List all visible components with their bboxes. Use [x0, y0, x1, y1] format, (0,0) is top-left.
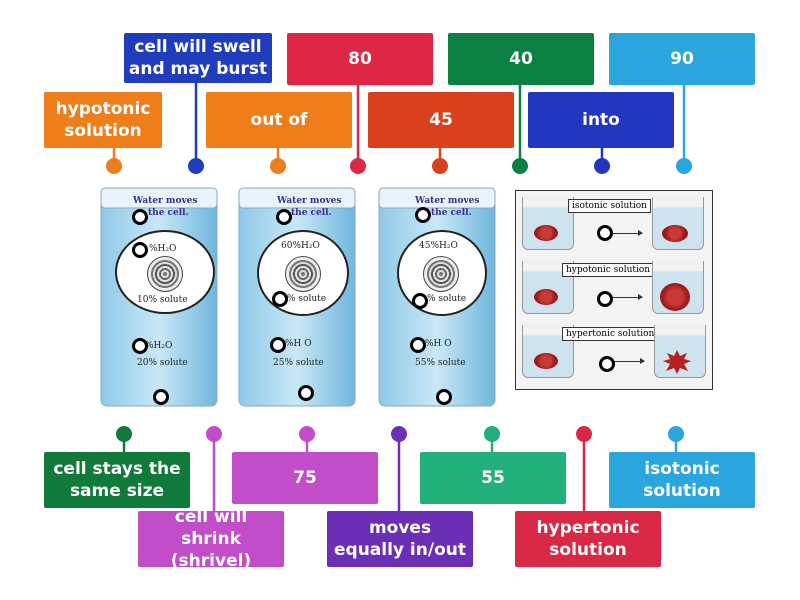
- tile-isotonic-solution[interactable]: isotonic solution: [609, 452, 755, 508]
- panel-row-isotonic: isotonic solution: [522, 195, 706, 251]
- hotspot-beaker-2-water-direction[interactable]: [276, 209, 292, 225]
- panel-row-hypotonic: hypotonic solution: [522, 259, 706, 315]
- panel-row-isotonic-right-cell: [662, 225, 688, 242]
- panel-row-hypertonic-right-beaker: [654, 325, 706, 378]
- tile-out-of[interactable]: out of: [206, 92, 352, 148]
- panel-row-hypertonic-left-beaker: [522, 325, 574, 378]
- beaker-1-outside-h2o: %H₂O: [145, 341, 173, 351]
- beaker-3-outside-h2o: %H O: [425, 339, 452, 349]
- hotspot-beaker-3-outside-h2o[interactable]: [410, 337, 426, 353]
- tile-hypotonic-solution[interactable]: hypotonic solution: [44, 92, 162, 148]
- hotspot-beaker-1-outside-h2o[interactable]: [132, 338, 148, 354]
- panel-row-hypotonic-right-cell: [660, 283, 690, 311]
- beaker-3-inside-solute: % solute: [427, 294, 467, 304]
- tile-90[interactable]: 90: [609, 33, 755, 85]
- hotspot-beaker-3-inside-solute[interactable]: [412, 293, 428, 309]
- beaker-2-water-moves: Water moves: [277, 196, 342, 206]
- tile-55[interactable]: 55: [420, 452, 566, 504]
- beaker-1-water-moves: Water moves: [133, 196, 198, 206]
- tile-80[interactable]: 80: [287, 33, 433, 85]
- panel-row-hypertonic: hypertonic solution: [522, 323, 706, 379]
- tile-moves-equally[interactable]: moves equally in/out: [327, 511, 473, 567]
- beaker-3-the-cell: the cell.: [431, 208, 472, 218]
- beaker-1-outside-solute: 20% solute: [137, 358, 188, 368]
- beaker-2-inside-solute: % solute: [287, 294, 327, 304]
- hotspot-beaker-1-inside-h2o[interactable]: [132, 242, 148, 258]
- hotspot-beaker-3-water-direction[interactable]: [415, 207, 431, 223]
- hotspot-panel-hypotonic[interactable]: [597, 291, 613, 307]
- hotspot-panel-hypertonic[interactable]: [599, 356, 615, 372]
- beaker-3-inside-h2o: 45%H₂O: [419, 241, 458, 251]
- hotspot-beaker-3-bottom[interactable]: [436, 389, 452, 405]
- beaker-2-outside-solute: 25% solute: [273, 358, 324, 368]
- beaker-1-nucleus: [147, 256, 183, 292]
- hotspot-beaker-1-bottom[interactable]: [153, 389, 169, 405]
- hotspot-beaker-2-inside-solute[interactable]: [272, 291, 288, 307]
- tile-hypertonic-solution[interactable]: hypertonic solution: [515, 511, 661, 567]
- panel-row-isotonic-arrow: [610, 230, 643, 236]
- tile-40[interactable]: 40: [448, 33, 594, 85]
- beaker-2-inside-h2o: 60%H₂O: [281, 241, 320, 251]
- panel-row-hypertonic-left-cell: [534, 353, 558, 369]
- panel-row-hypertonic-arrow: [612, 358, 645, 364]
- panel-row-isotonic-left-beaker: [522, 197, 574, 250]
- beaker-3-nucleus: [423, 256, 459, 292]
- panel-row-isotonic-left-cell: [534, 225, 558, 241]
- beaker-1-inside-h2o: %H₂O: [149, 244, 177, 254]
- beaker-1: Water moves the cell. %H₂O 10% solute %H…: [93, 186, 227, 416]
- hotspot-beaker-2-bottom[interactable]: [298, 385, 314, 401]
- panel-row-hypotonic-arrow: [610, 294, 643, 300]
- panel-row-hypertonic-shriveled-cell: [663, 350, 691, 374]
- tile-cell-will-swell[interactable]: cell will swell and may burst: [124, 33, 272, 83]
- hotspot-panel-isotonic[interactable]: [597, 225, 613, 241]
- beaker-3-outside-solute: 55% solute: [415, 358, 466, 368]
- tile-cell-stays-same-size[interactable]: cell stays the same size: [44, 452, 190, 508]
- beaker-2-the-cell: the cell.: [291, 208, 332, 218]
- beaker-1-the-cell: the cell.: [148, 208, 189, 218]
- beaker-3: Water moves the cell. 45%H₂O % solute %H…: [373, 186, 507, 416]
- beaker-2: Water moves the cell. 60%H₂O % solute %H…: [233, 186, 367, 416]
- tile-into[interactable]: into: [528, 92, 674, 148]
- beaker-1-inside-solute: 10% solute: [137, 295, 188, 305]
- beaker-2-nucleus: [285, 256, 321, 292]
- beaker-3-water-moves: Water moves: [415, 196, 480, 206]
- tile-45[interactable]: 45: [368, 92, 514, 148]
- panel-row-isotonic-label: isotonic solution: [568, 199, 651, 213]
- hotspot-beaker-1-water-direction[interactable]: [132, 209, 148, 225]
- tile-cell-will-shrink[interactable]: cell will shrink (shrivel): [138, 507, 284, 571]
- tile-75[interactable]: 75: [232, 452, 378, 504]
- panel-row-hypotonic-left-cell: [534, 289, 558, 305]
- hotspot-beaker-2-outside-h2o[interactable]: [270, 337, 286, 353]
- solution-diagram-panel: isotonic solution hypotonic solution hyp…: [515, 190, 713, 390]
- beaker-2-outside-h2o: %H O: [285, 339, 312, 349]
